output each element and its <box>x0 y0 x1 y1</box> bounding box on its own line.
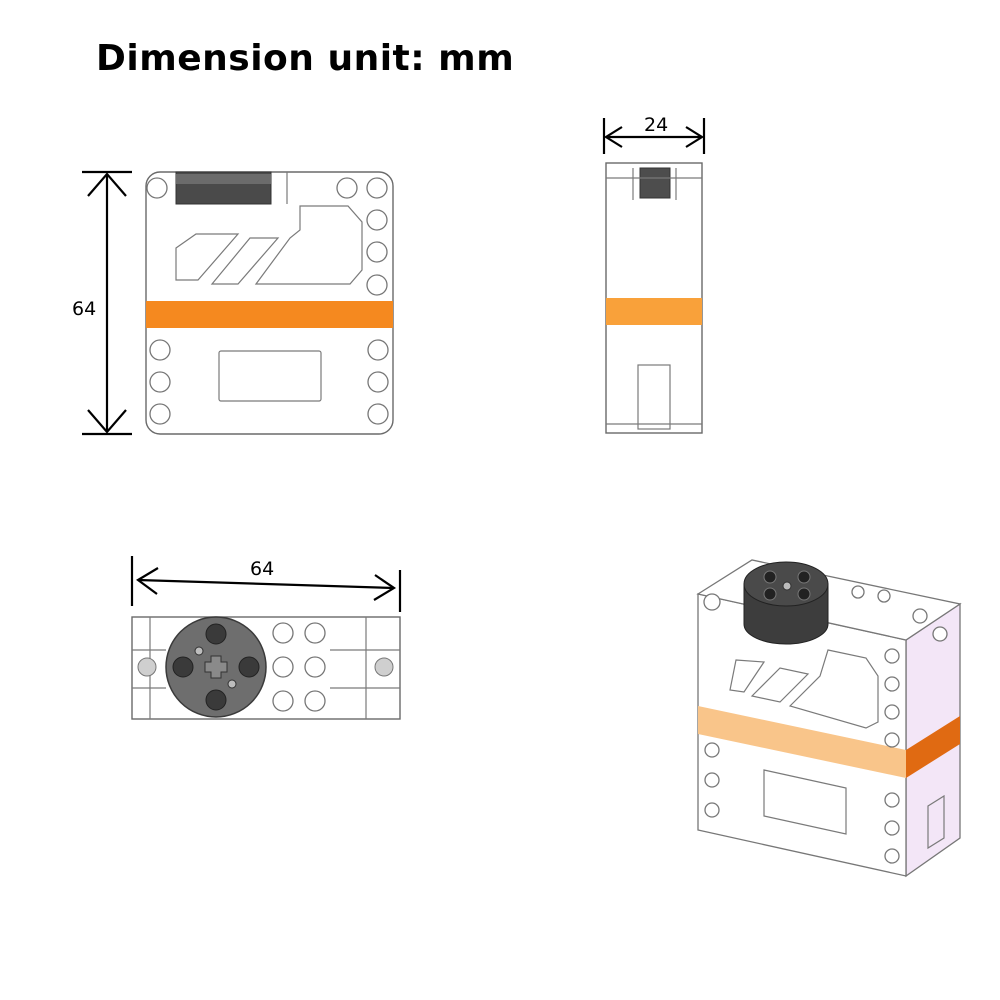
side-width-dimension: 24 <box>602 114 706 154</box>
iso-label-window <box>763 769 847 835</box>
side-orange-stripe <box>606 298 702 325</box>
top-hole <box>304 622 326 644</box>
top-hole <box>304 656 326 678</box>
side-rotor <box>639 167 671 199</box>
front-rotor-highlight <box>176 174 271 184</box>
iso-hole <box>884 732 900 748</box>
front-hole <box>336 177 358 199</box>
front-hole <box>366 209 388 231</box>
iso-hole <box>884 648 900 664</box>
iso-cutout-2 <box>750 667 810 703</box>
front-hole <box>367 371 389 393</box>
hub-hole <box>205 689 227 711</box>
top-width-dimension: 64 <box>130 556 402 612</box>
front-height-label: 64 <box>72 298 96 320</box>
front-hole <box>367 339 389 361</box>
hub-cross-axle <box>204 655 228 679</box>
front-hole <box>366 177 388 199</box>
iso-hole <box>884 848 900 864</box>
hub-screw <box>227 679 237 689</box>
front-hole <box>146 177 168 199</box>
iso-hole <box>884 792 900 808</box>
iso-hole <box>704 802 720 818</box>
front-view <box>145 171 394 435</box>
iso-hole <box>703 593 721 611</box>
dim-arrow-left <box>603 126 623 148</box>
front-height-dimension: 64 <box>72 170 132 436</box>
front-label-window <box>218 350 322 402</box>
iso-hole <box>877 589 891 603</box>
dim-line <box>137 578 395 590</box>
dim-arrow-up <box>87 172 127 197</box>
iso-side-slot <box>927 794 945 850</box>
top-hole <box>272 690 294 712</box>
hub-hole <box>238 656 260 678</box>
iso-cutout-3 <box>788 649 879 729</box>
front-cutout-2 <box>210 237 280 285</box>
top-view <box>131 616 401 720</box>
side-view <box>605 162 703 434</box>
iso-cutout-1 <box>729 659 766 693</box>
iso-rotor-hole <box>763 587 777 601</box>
iso-hole <box>912 608 928 624</box>
page-title: Dimension unit: mm <box>96 38 515 79</box>
iso-rotor-axle <box>782 581 792 591</box>
iso-rotor-hole <box>797 587 811 601</box>
iso-hole <box>851 585 865 599</box>
top-hole <box>272 656 294 678</box>
dim-arrow-down <box>87 409 127 434</box>
iso-hole <box>704 772 720 788</box>
top-pin-left <box>137 657 157 677</box>
isometric-view <box>696 559 962 878</box>
side-slot <box>637 364 671 430</box>
front-hole <box>149 371 171 393</box>
top-pin-right <box>374 657 394 677</box>
iso-hole <box>932 626 948 642</box>
iso-hole <box>884 676 900 692</box>
front-hole <box>366 274 388 296</box>
front-hole <box>367 403 389 425</box>
top-hole <box>272 622 294 644</box>
iso-hole <box>704 742 720 758</box>
front-hole <box>366 241 388 263</box>
iso-rotor-hole <box>797 570 811 584</box>
dim-arrow-left <box>136 567 159 595</box>
front-orange-stripe <box>146 301 393 328</box>
iso-side-stripe <box>906 716 960 778</box>
dim-arrow-right <box>373 574 397 601</box>
iso-rotor-hole <box>763 570 777 584</box>
iso-hole <box>884 704 900 720</box>
side-width-label: 24 <box>644 114 668 136</box>
top-width-label: 64 <box>250 558 274 580</box>
iso-front-stripe <box>698 706 906 778</box>
front-hole <box>149 403 171 425</box>
front-cutout-1 <box>175 233 240 281</box>
front-hole <box>149 339 171 361</box>
iso-hole <box>884 820 900 836</box>
hub-hole <box>205 623 227 645</box>
hub-hole <box>172 656 194 678</box>
top-hole <box>304 690 326 712</box>
dim-arrow-right <box>685 126 705 148</box>
hub-screw <box>194 646 204 656</box>
front-cutout-3 <box>254 205 363 285</box>
